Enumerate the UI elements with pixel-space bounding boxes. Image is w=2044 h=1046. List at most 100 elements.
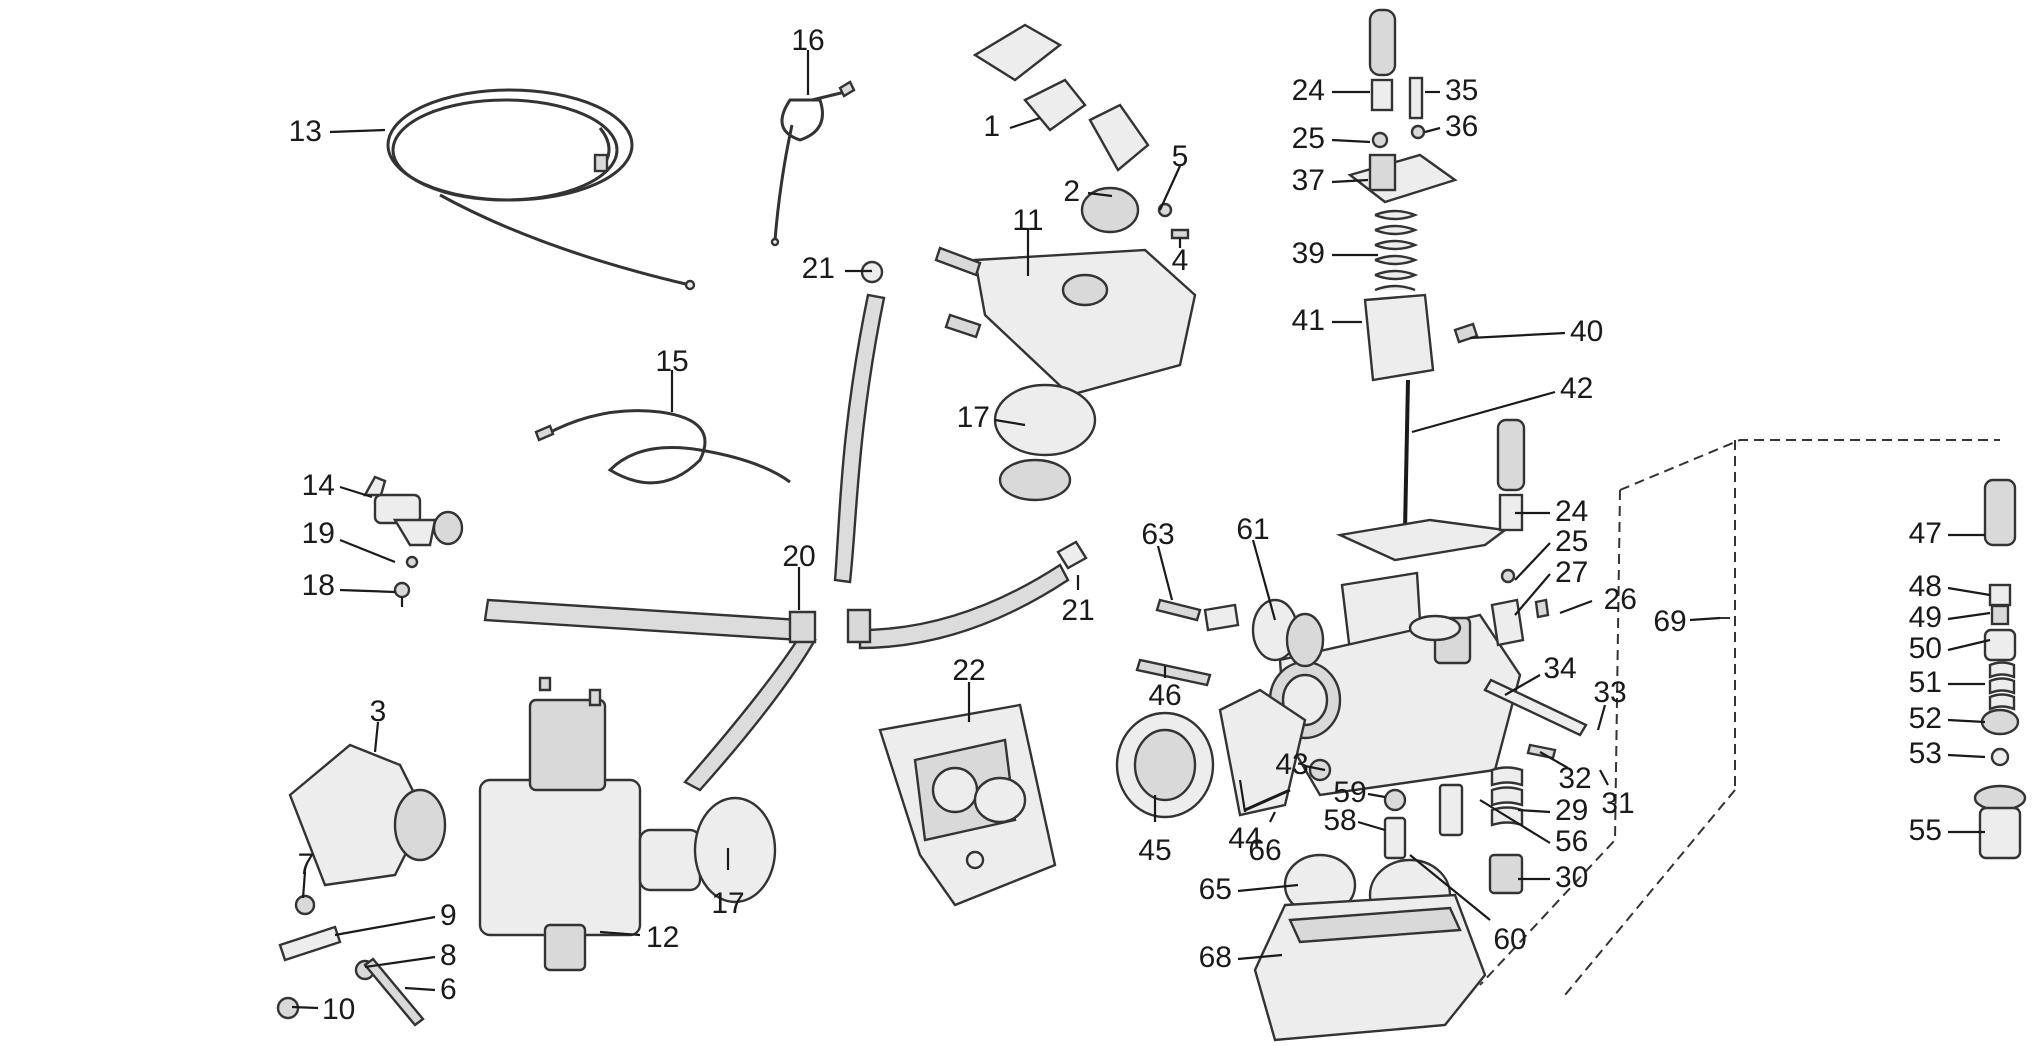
callout-label: 15: [655, 345, 688, 378]
callout-label: 53: [1909, 737, 1942, 770]
callout-label: 13: [289, 115, 322, 148]
callout-leader-61: [1251, 539, 1277, 621]
callout-label: 17: [957, 401, 990, 434]
callout-leader-49: [1947, 611, 1991, 621]
callout-leader-34: [1504, 674, 1541, 696]
callout-label: 43: [1275, 748, 1308, 781]
callout-leader-10: [291, 1005, 319, 1010]
callout-leader-32: [1539, 751, 1569, 769]
callout-label: 40: [1570, 315, 1603, 348]
callout-label: 48: [1909, 570, 1942, 603]
callout-leader-25b: [1514, 542, 1551, 581]
main-carb-left-parts: [1115, 598, 1332, 819]
callout-leader-59: [1367, 792, 1386, 799]
callout-label: 1: [983, 110, 1000, 143]
main-carburetor-body: [1253, 418, 1588, 1042]
callout-leader-1: [1009, 116, 1041, 130]
callout-leader-19: [339, 538, 396, 564]
choke-assembly-14: [362, 475, 464, 607]
right-jet-column: [1973, 478, 2027, 860]
carburetor-assembly-lower-left: [276, 676, 777, 1027]
callout-label: 61: [1236, 513, 1269, 546]
callout-labels: 1234567891011121314151617171819202121222…: [289, 24, 1942, 1026]
callout-label: 58: [1323, 804, 1356, 837]
callout-label: 52: [1909, 702, 1942, 735]
callout-label: 25: [1555, 525, 1588, 558]
callout-leader-31: [1599, 769, 1609, 786]
callout-leader-29: [1517, 808, 1551, 814]
callout-label: 46: [1148, 679, 1181, 712]
intake-assembly-top: [934, 23, 1197, 502]
callout-leader-44: [1238, 779, 1247, 813]
callout-leader-53: [1947, 753, 1986, 759]
callout-label: 24: [1555, 495, 1588, 528]
callout-leader-60: [1409, 854, 1491, 921]
callout-label: 21: [802, 252, 835, 285]
callout-label: 56: [1555, 825, 1588, 858]
callout-label: 34: [1543, 652, 1576, 685]
callout-label: 50: [1909, 632, 1942, 665]
callout-leader-42: [1411, 390, 1556, 434]
callout-leader-3: [373, 721, 380, 753]
callout-label: 17: [711, 887, 744, 920]
callout-label: 55: [1909, 814, 1942, 847]
callout-leader-33: [1596, 704, 1607, 731]
callout-label: 20: [782, 540, 815, 573]
callout-leader-13: [329, 128, 386, 134]
callout-label: 4: [1172, 244, 1189, 277]
callout-label: 27: [1555, 556, 1588, 589]
callout-leader-2: [1087, 191, 1113, 198]
callout-label: 41: [1292, 304, 1325, 337]
callout-leader-68: [1237, 953, 1283, 961]
callout-label: 24: [1292, 74, 1325, 107]
callout-label: 14: [302, 469, 335, 502]
callout-leader-52: [1947, 718, 1986, 724]
cable-16: [770, 80, 856, 247]
cable-15: [534, 409, 791, 485]
callout-label: 36: [1445, 110, 1478, 143]
callout-label: 68: [1199, 941, 1232, 974]
callout-label: 22: [952, 654, 985, 687]
callout-label: 31: [1601, 787, 1634, 820]
callout-label: 26: [1604, 583, 1637, 616]
callout-label: 11: [1012, 204, 1043, 237]
callout-label: 33: [1593, 676, 1626, 709]
callout-leader-50: [1947, 638, 1991, 652]
callout-leader-37: [1331, 178, 1369, 184]
callout-leader-5: [1158, 165, 1182, 211]
callout-label: 30: [1555, 861, 1588, 894]
callout-label: 10: [322, 993, 355, 1026]
callout-leader-6: [404, 986, 436, 992]
callout-leader-17: [994, 418, 1026, 427]
callout-label: 65: [1199, 873, 1232, 906]
gasket-kit-22: [878, 703, 1057, 907]
callout-label: 45: [1138, 834, 1171, 867]
callout-leader-8: [364, 955, 436, 969]
callout-label: 2: [1063, 175, 1080, 208]
callout-leader-58: [1357, 820, 1386, 832]
callout-label: 66: [1248, 834, 1281, 867]
callout-label: 21: [1061, 594, 1094, 627]
callout-label: 5: [1172, 140, 1189, 173]
callout-label: 16: [791, 24, 824, 57]
callout-leader-27: [1514, 573, 1551, 616]
callout-label: 3: [370, 695, 387, 728]
callout-leader-48: [1947, 586, 1991, 597]
callout-leader-43: [1304, 764, 1326, 772]
callout-label: 42: [1560, 372, 1593, 405]
callout-label: 47: [1909, 517, 1942, 550]
callout-label: 7: [298, 848, 315, 881]
callout-leader-66: [1269, 811, 1276, 823]
callout-label: 12: [646, 921, 679, 954]
callout-leader-63: [1156, 545, 1174, 601]
throttle-cable-13: [386, 88, 696, 291]
callout-label: 32: [1558, 762, 1591, 795]
callout-leader-12: [599, 930, 641, 937]
fuel-hose-20: [483, 260, 1088, 792]
construction-lines: [1479, 439, 2000, 996]
callout-leader-7: [301, 871, 307, 899]
callout-label: 18: [302, 569, 335, 602]
callout-label: 9: [440, 899, 457, 932]
callout-leader-36: [1424, 126, 1441, 134]
